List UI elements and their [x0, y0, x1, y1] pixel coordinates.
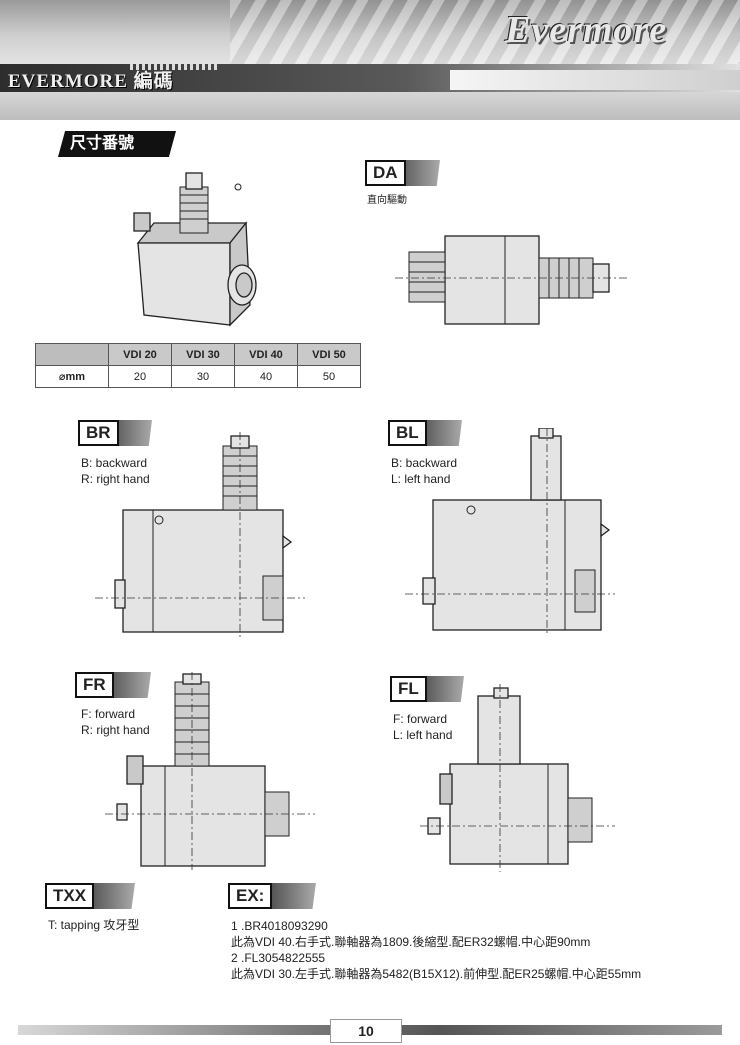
page-number: 10 [330, 1019, 402, 1043]
fl-drawing [420, 684, 615, 872]
code-desc-line: B: backward [391, 456, 458, 470]
code-label-shade [109, 672, 151, 698]
table-cell: 50 [297, 365, 361, 388]
header-dots [130, 64, 220, 70]
code-label-fr: FR [75, 672, 151, 698]
code-label-shade [424, 676, 464, 702]
table-header-row: VDI 20 VDI 30 VDI 40 VDI 50 [35, 343, 361, 366]
code-label-txx: TXX [45, 883, 135, 909]
vdi-size-table: VDI 20 VDI 30 VDI 40 VDI 50 ⌀mm 20 30 40… [35, 343, 361, 388]
tool-holder-iso-illustration [133, 172, 257, 327]
code-label-text: DA [365, 160, 406, 186]
example-text: 1 .BR4018093290 此為VDI 40.右手式.聯軸器為1809.後縮… [231, 918, 641, 982]
code-desc-line: F: forward [81, 707, 136, 721]
table-row: ⌀mm 20 30 40 50 [35, 365, 361, 388]
table-header-cell: VDI 40 [234, 343, 298, 366]
code-desc-line: R: right hand [81, 723, 150, 737]
fr-drawing [105, 672, 315, 870]
code-desc-txx: T: tapping 攻牙型 [48, 918, 140, 932]
code-label-shade [399, 160, 440, 186]
table-header-cell [35, 343, 109, 366]
example-label: EX: [228, 883, 316, 909]
table-cell: 30 [171, 365, 235, 388]
table-header-cell: VDI 20 [108, 343, 172, 366]
da-drawing [395, 235, 630, 325]
code-label-fl: FL [390, 676, 464, 702]
code-desc-fl: F: forward L: left hand [393, 711, 452, 743]
example-line: 此為VDI 30.左手式.聯軸器為5482(B15X12).前伸型.配ER25螺… [231, 967, 642, 981]
header-band-highlight [450, 70, 740, 90]
code-label-shade [272, 883, 316, 909]
example-line: 此為VDI 40.右手式.聯軸器為1809.後縮型.配ER32螺帽.中心距90m… [231, 935, 591, 949]
code-desc-line: L: left hand [391, 472, 451, 486]
code-label-text: EX: [228, 883, 273, 909]
code-desc-line: L: left hand [393, 728, 453, 742]
code-desc-da: 直向驅動 [367, 195, 407, 206]
table-header-cell: VDI 50 [297, 343, 361, 366]
table-cell: 40 [234, 365, 298, 388]
page-header [0, 0, 740, 120]
example-line: 2 .FL3054822555 [231, 951, 326, 965]
code-label-text: BR [78, 420, 119, 446]
table-header-cell: VDI 30 [171, 343, 235, 366]
example-line: 1 .BR4018093290 [231, 919, 328, 933]
code-label-shade [112, 420, 152, 446]
header-title: EVERMORE 編碼 [8, 71, 174, 92]
code-desc-fr: F: forward R: right hand [81, 706, 150, 738]
code-label-bl: BL [388, 420, 462, 446]
code-desc-line: R: right hand [81, 472, 150, 486]
code-label-shade [91, 883, 135, 909]
br-drawing [95, 432, 305, 640]
bl-drawing [405, 428, 615, 636]
code-label-br: BR [78, 420, 152, 446]
code-label-text: FL [390, 676, 427, 702]
code-desc-line: F: forward [393, 712, 448, 726]
code-label-text: FR [75, 672, 114, 698]
code-label-shade [422, 420, 462, 446]
code-label-text: BL [388, 420, 427, 446]
header-decoration [230, 0, 740, 64]
table-cell: 20 [108, 365, 172, 388]
code-desc-br: B: backward R: right hand [81, 455, 150, 487]
code-label-da: DA [365, 160, 440, 186]
brand-logo: Evermore [505, 9, 668, 51]
section-title: 尺寸番號 [58, 131, 176, 157]
code-desc-line: B: backward [81, 456, 148, 470]
code-label-text: TXX [45, 883, 95, 909]
table-cell: ⌀mm [35, 365, 109, 388]
code-desc-bl: B: backward L: left hand [391, 455, 457, 487]
